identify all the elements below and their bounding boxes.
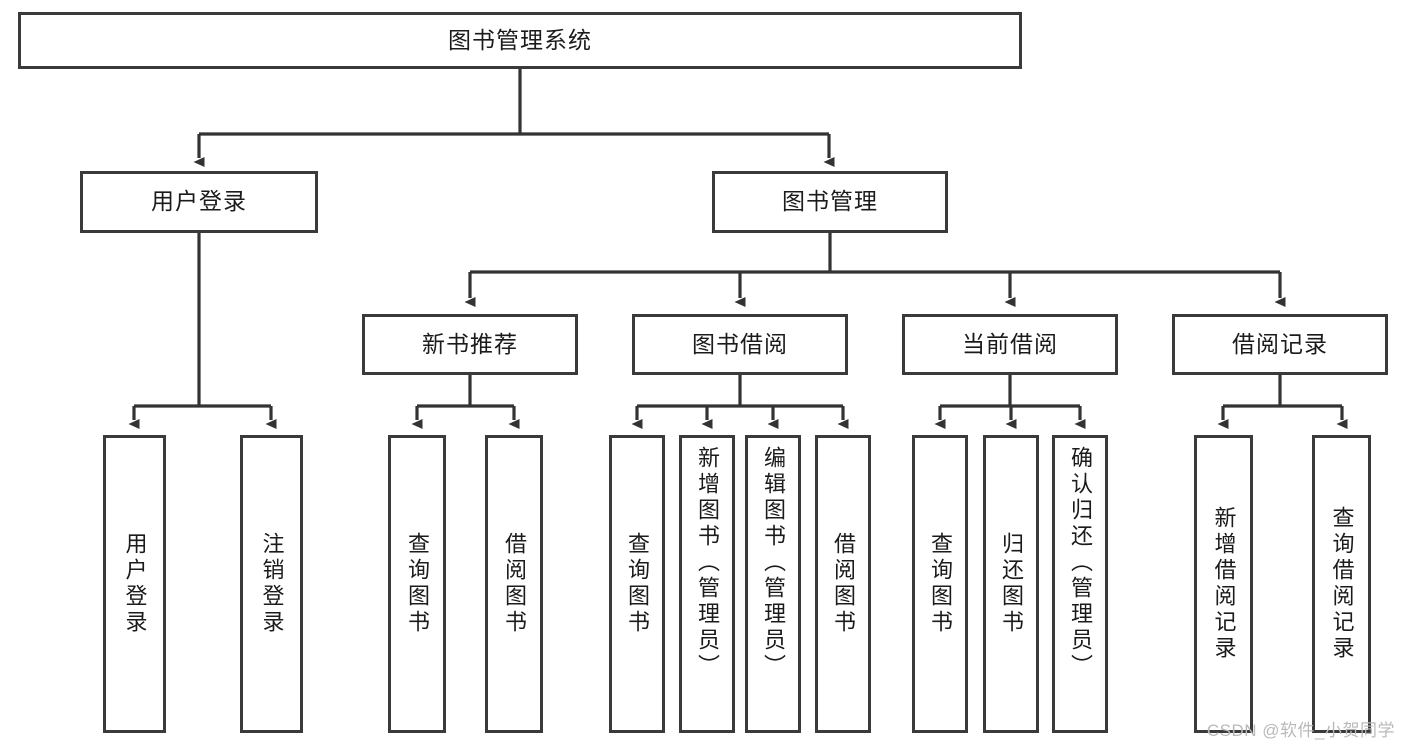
node-borrow-record-label: 借阅记录 <box>1232 330 1328 357</box>
node-leaf-query-book-2[interactable]: 查询图书 <box>609 435 665 733</box>
node-book-manage[interactable]: 图书管理 <box>712 171 948 233</box>
node-root[interactable]: 图书管理系统 <box>18 12 1022 69</box>
node-leaf-logout[interactable]: 注销登录 <box>240 435 303 733</box>
node-leaf-edit-book[interactable]: 编辑图书（管理员） <box>745 435 801 733</box>
node-borrow-record[interactable]: 借阅记录 <box>1172 314 1388 375</box>
node-leaf-add-book-label: 新增图书（管理员） <box>695 446 720 680</box>
edge-currentborrow-to-leaves <box>934 375 1086 429</box>
node-leaf-logout-label: 注销登录 <box>259 532 285 636</box>
node-leaf-confirm-return[interactable]: 确认归还（管理员） <box>1052 435 1108 733</box>
node-book-borrow[interactable]: 图书借阅 <box>632 314 848 375</box>
node-leaf-return-book-label: 归还图书 <box>999 532 1024 636</box>
node-leaf-borrow-book-1-label: 借阅图书 <box>502 532 527 636</box>
node-leaf-query-book-3-label: 查询图书 <box>928 532 953 636</box>
node-current-borrow[interactable]: 当前借阅 <box>902 314 1118 375</box>
node-new-book-recommend-label: 新书推荐 <box>422 330 518 357</box>
node-root-label: 图书管理系统 <box>448 26 592 53</box>
node-leaf-query-book-2-label: 查询图书 <box>625 532 650 636</box>
node-book-manage-label: 图书管理 <box>782 188 878 215</box>
edge-borrowrecord-to-leaves <box>1217 375 1348 429</box>
node-leaf-borrow-book-2[interactable]: 借阅图书 <box>815 435 871 733</box>
edge-root-to-level2 <box>193 69 835 167</box>
node-new-book-recommend[interactable]: 新书推荐 <box>362 314 578 375</box>
node-leaf-confirm-return-label: 确认归还（管理员） <box>1068 446 1093 680</box>
edge-userlogin-to-leaves <box>128 233 277 429</box>
node-leaf-borrow-book-2-label: 借阅图书 <box>831 532 856 636</box>
node-leaf-add-record-label: 新增借阅记录 <box>1211 506 1237 662</box>
edge-newbook-to-leaves <box>411 375 520 429</box>
node-leaf-add-book[interactable]: 新增图书（管理员） <box>679 435 735 733</box>
node-leaf-query-book-1[interactable]: 查询图书 <box>388 435 446 733</box>
node-leaf-query-book-3[interactable]: 查询图书 <box>912 435 968 733</box>
edge-bookmanage-to-level3 <box>464 233 1286 307</box>
node-leaf-query-book-1-label: 查询图书 <box>405 532 430 636</box>
node-leaf-edit-book-label: 编辑图书（管理员） <box>761 446 786 680</box>
node-leaf-query-record[interactable]: 查询借阅记录 <box>1312 435 1371 733</box>
node-leaf-user-login-label: 用户登录 <box>122 532 148 636</box>
node-user-login[interactable]: 用户登录 <box>80 171 318 233</box>
node-leaf-add-record[interactable]: 新增借阅记录 <box>1194 435 1253 733</box>
node-book-borrow-label: 图书借阅 <box>692 330 788 357</box>
node-current-borrow-label: 当前借阅 <box>962 330 1058 357</box>
watermark: CSDN @软件_小贺同学 <box>1206 721 1395 740</box>
node-leaf-user-login[interactable]: 用户登录 <box>103 435 166 733</box>
node-leaf-return-book[interactable]: 归还图书 <box>983 435 1039 733</box>
edge-bookborrow-to-leaves <box>631 375 849 429</box>
node-leaf-borrow-book-1[interactable]: 借阅图书 <box>485 435 543 733</box>
node-user-login-label: 用户登录 <box>151 188 247 215</box>
node-leaf-query-record-label: 查询借阅记录 <box>1329 506 1355 662</box>
